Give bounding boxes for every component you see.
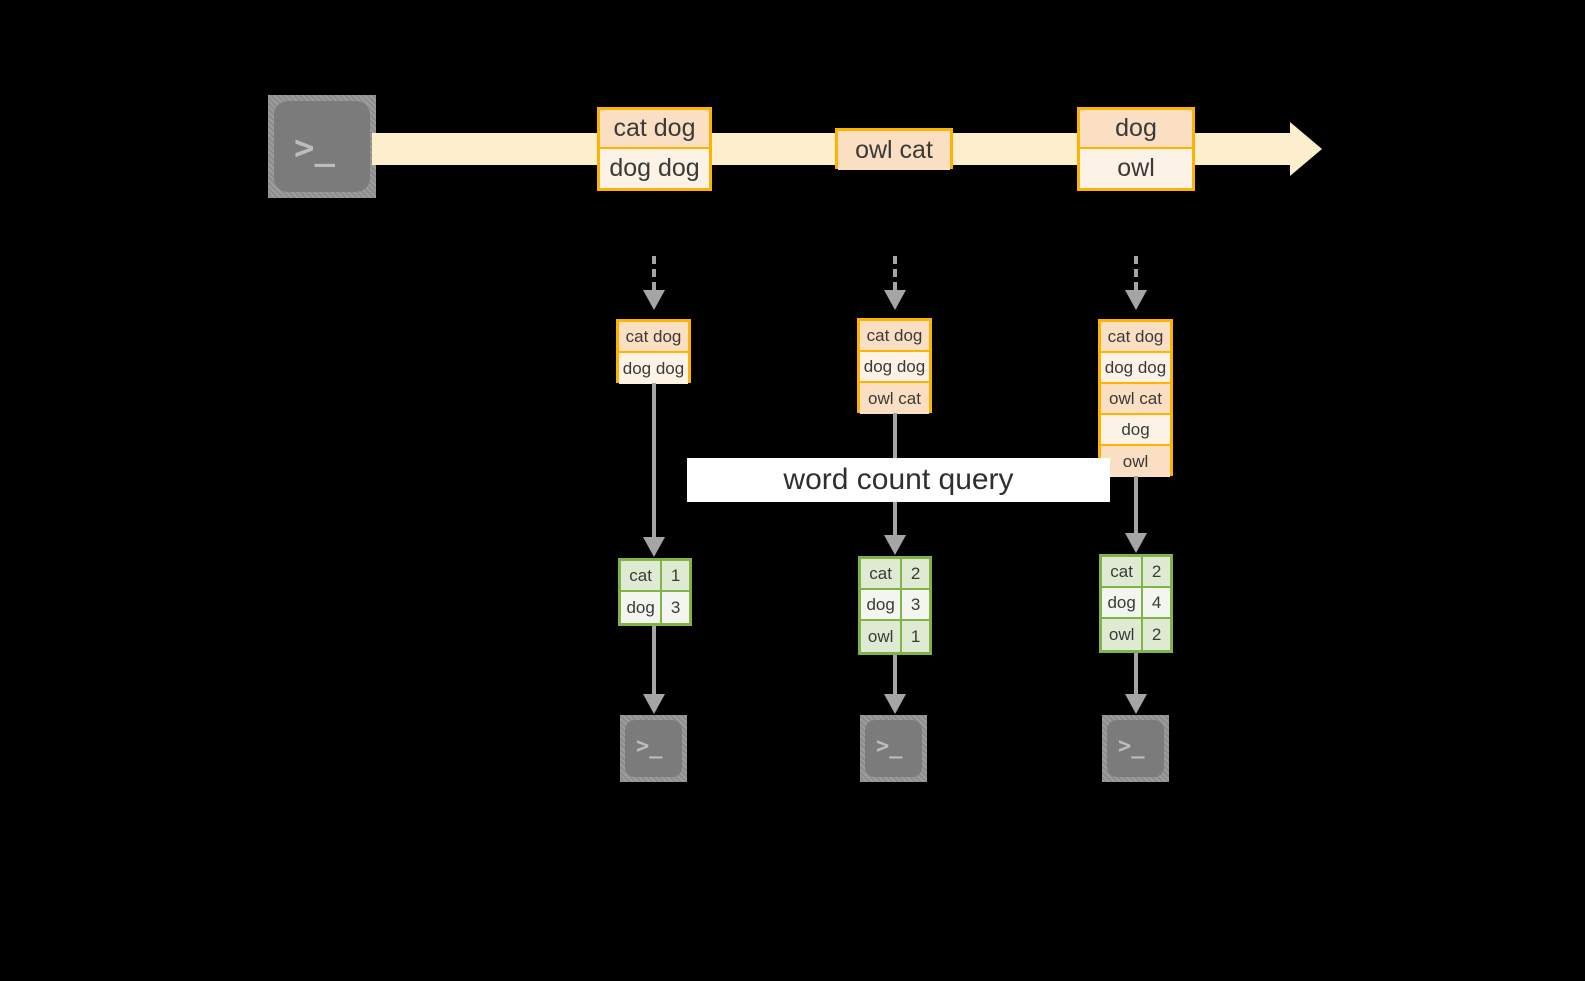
source-terminal-icon: >_ (268, 95, 376, 198)
column-3-sink-arrowhead-icon (1125, 694, 1147, 714)
terminal-prompt-glyph: >_ (1118, 734, 1145, 759)
column-3-query-line (1134, 476, 1138, 533)
column-2-query-arrowhead-icon (884, 535, 906, 555)
terminal-screen: >_ (274, 101, 370, 192)
column-3-query-arrowhead-icon (1125, 533, 1147, 553)
column-3-result-key-3: owl (1102, 619, 1144, 650)
column-1-result-value-1: 1 (662, 561, 689, 590)
table-row: owl 1 (861, 621, 929, 652)
query-label-text: word count query (783, 463, 1014, 496)
column-3-result-key-2: dog (1102, 588, 1144, 617)
column-3-result-table: cat 2 dog 4 owl 2 (1099, 554, 1173, 653)
column-3-state-row-1: cat dog (1101, 322, 1170, 353)
column-2-result-value-3: 1 (902, 621, 929, 652)
stream-batch-1-row-1: cat dog (600, 110, 709, 149)
table-row: dog 4 (1102, 588, 1170, 619)
column-3-result-value-2: 4 (1143, 588, 1170, 617)
column-1-ingest-line (652, 256, 656, 290)
stream-arrow-head-icon (1290, 122, 1322, 176)
column-2-result-key-2: dog (861, 590, 903, 619)
column-3-state-row-2: dog dog (1101, 353, 1170, 384)
table-row: owl 2 (1102, 619, 1170, 650)
column-3-sink-line (1134, 653, 1138, 694)
column-3-result-value-1: 2 (1143, 557, 1170, 586)
column-2-sink-terminal-icon: >_ (860, 715, 927, 782)
column-2-result-key-1: cat (861, 559, 903, 588)
column-3-state-row-5: owl (1101, 446, 1170, 477)
column-1-ingest-arrowhead-icon (643, 290, 665, 310)
column-2-state-row-1: cat dog (860, 321, 929, 352)
table-row: cat 2 (1102, 557, 1170, 588)
column-3-ingest-line (1134, 256, 1138, 290)
terminal-prompt-glyph: >_ (294, 128, 335, 168)
table-row: cat 2 (861, 559, 929, 590)
column-2-result-value-2: 3 (902, 590, 929, 619)
column-2-result-value-1: 2 (902, 559, 929, 588)
column-3-state-row-4: dog (1101, 415, 1170, 446)
column-1-state-row-2: dog dog (619, 353, 688, 384)
column-2-state-row-3: owl cat (860, 383, 929, 414)
stream-batch-2-row-1: owl cat (838, 131, 950, 170)
column-2-result-key-3: owl (861, 621, 903, 652)
column-1-query-line (652, 383, 656, 537)
column-3-result-key-1: cat (1102, 557, 1144, 586)
stream-batch-1: cat dog dog dog (597, 107, 712, 191)
column-1-state-row-1: cat dog (619, 322, 688, 353)
table-row: cat 1 (621, 561, 689, 592)
column-1-result-value-2: 3 (662, 592, 689, 623)
table-row: dog 3 (861, 590, 929, 621)
terminal-screen: >_ (625, 720, 682, 777)
stream-batch-1-row-2: dog dog (600, 149, 709, 188)
column-2-ingest-line (893, 256, 897, 290)
column-2-state-box: cat dog dog dog owl cat (857, 318, 932, 414)
column-3-state-box: cat dog dog dog owl cat dog owl (1098, 319, 1173, 477)
stream-batch-2: owl cat (835, 128, 953, 170)
column-3-result-value-3: 2 (1143, 619, 1170, 650)
column-3-state-row-3: owl cat (1101, 384, 1170, 415)
column-2-sink-line (893, 655, 897, 694)
column-2-sink-arrowhead-icon (884, 694, 906, 714)
column-1-result-table: cat 1 dog 3 (618, 558, 692, 626)
stream-batch-3-row-1: dog (1080, 110, 1192, 149)
column-1-result-key-2: dog (621, 592, 663, 623)
terminal-prompt-glyph: >_ (636, 734, 663, 759)
terminal-screen: >_ (1107, 720, 1164, 777)
column-1-query-arrowhead-icon (643, 537, 665, 557)
column-1-sink-line (652, 626, 656, 694)
query-label: word count query (687, 458, 1110, 502)
column-1-sink-arrowhead-icon (643, 694, 665, 714)
terminal-prompt-glyph: >_ (876, 734, 903, 759)
column-1-result-key-1: cat (621, 561, 663, 590)
table-row: dog 3 (621, 592, 689, 623)
column-3-ingest-arrowhead-icon (1125, 290, 1147, 310)
terminal-screen: >_ (865, 720, 922, 777)
stream-batch-3: dog owl (1077, 107, 1195, 191)
column-1-state-box: cat dog dog dog (616, 319, 691, 384)
column-2-state-row-2: dog dog (860, 352, 929, 383)
column-2-result-table: cat 2 dog 3 owl 1 (858, 556, 932, 655)
column-2-ingest-arrowhead-icon (884, 290, 906, 310)
column-1-sink-terminal-icon: >_ (620, 715, 687, 782)
column-3-sink-terminal-icon: >_ (1102, 715, 1169, 782)
stream-batch-3-row-2: owl (1080, 149, 1192, 188)
